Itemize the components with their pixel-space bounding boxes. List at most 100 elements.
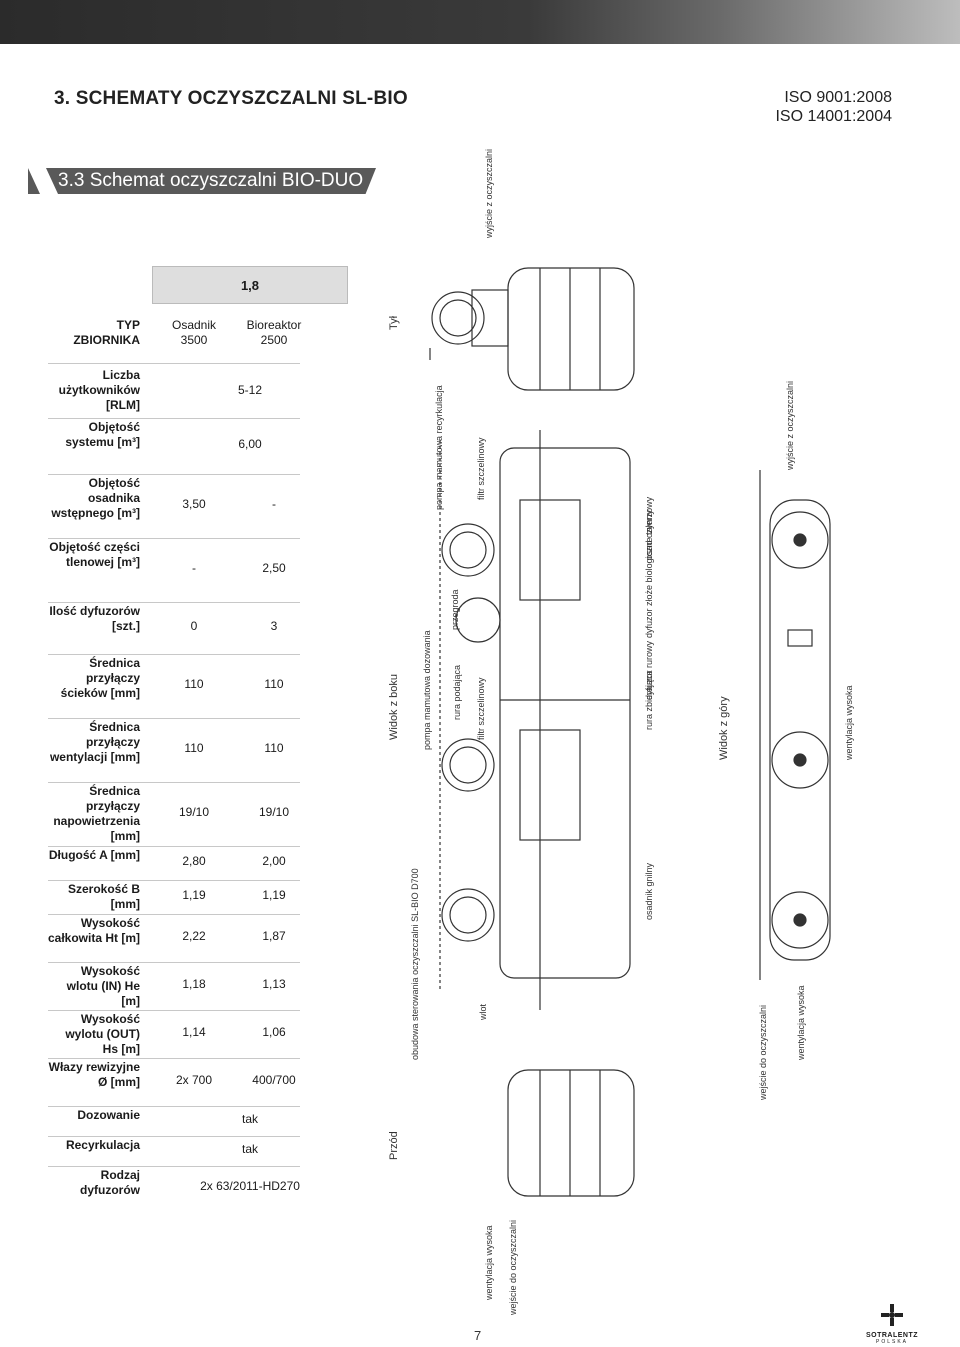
row-value-shared: tak: [241, 1141, 258, 1156]
divider: [48, 914, 300, 915]
label-widok-z-gory: Widok z góry: [718, 696, 730, 760]
row-label: Liczba użytkowników [RLM]: [58, 368, 140, 412]
brand-logo: SOTRALENTZ POLSKA: [862, 1303, 922, 1345]
iso-line-2: ISO 14001:2004: [775, 108, 892, 125]
label-pompa-dozowania: pompa mamutowa dozowania: [422, 630, 432, 750]
divider: [48, 1106, 300, 1107]
divider: [48, 718, 300, 719]
subsection-title: 3.3 Schemat oczyszczalni BIO-DUO 1,8: [58, 170, 364, 213]
divider: [48, 654, 300, 655]
label-zloze: dyfuzor złoże biologiczne talerzowy: [644, 496, 654, 638]
row-label: Włazy rewizyjne Ø [mm]: [48, 1060, 140, 1089]
row-value-shared: 2x 63/2011-HD270: [200, 1178, 300, 1193]
label-rura-podajaca: rura podająca: [452, 664, 462, 720]
iso-certification: ISO 9001:2008 ISO 14001:2004: [775, 88, 892, 126]
type-label-2: ZBIORNIKA: [73, 333, 140, 347]
row-label: Objętość systemu [m³]: [65, 420, 140, 449]
brand-logo-icon: [881, 1304, 903, 1326]
label-wejscie-right: wejście do oczyszczalni: [758, 1004, 768, 1100]
row-label: Średnica przyłączy wentylacji [mm]: [49, 720, 140, 764]
row-label: Rodzaj dyfuzorów: [80, 1168, 140, 1197]
label-wentylacja-right-2: wentylacja wysoka: [796, 985, 806, 1060]
row-value-osadnik: 1,18: [182, 976, 206, 991]
row-value-bioreaktor: 1,19: [262, 887, 286, 902]
divider: [48, 1166, 300, 1167]
label-tyl: Tył: [388, 315, 400, 330]
col2-line1: Bioreaktor: [246, 318, 302, 332]
row-value-shared: 5-12: [237, 382, 263, 397]
row-value-osadnik: 2x 700: [175, 1072, 213, 1087]
type-label-1: TYP: [116, 318, 140, 332]
row-label: Długość A [mm]: [48, 848, 140, 862]
label-przod: Przód: [388, 1131, 400, 1160]
label-wentylacja-bottom: wentylacja wysoka: [484, 1225, 494, 1300]
page-number: 7: [474, 1328, 482, 1343]
row-value-bioreaktor: 1,06: [262, 1024, 286, 1039]
label-widok-z-boku: Widok z boku: [388, 673, 400, 740]
divider: [48, 1058, 300, 1059]
row-value-osadnik: 3,50: [182, 496, 206, 511]
row-value-bioreaktor: 1,13: [262, 976, 286, 991]
divider: [48, 880, 300, 881]
label-wlot: wlot: [478, 1003, 488, 1020]
row-value-osadnik: 110: [184, 676, 204, 691]
divider: [48, 1010, 300, 1011]
divider: [48, 418, 300, 419]
top-view-outline: [769, 499, 831, 961]
label-wentylacja-right: wentylacja wysoka: [844, 685, 854, 760]
row-label: Ilość dyfuzorów [szt.]: [49, 604, 140, 633]
divider: [48, 1136, 300, 1137]
row-label: Recyrkulacja: [65, 1138, 140, 1152]
row-label: Objętość osadnika wstępnego [m³]: [51, 476, 140, 520]
divider: [48, 846, 300, 847]
row-label: Szerokość B [mm]: [67, 882, 140, 911]
divider: [48, 474, 300, 475]
brand-name: SOTRALENTZ: [865, 1332, 919, 1339]
divider: [48, 602, 300, 603]
top-banner: [0, 0, 960, 44]
row-label: Średnica przyłączy napowietrzenia [mm]: [53, 784, 140, 843]
row-value-osadnik: 110: [184, 740, 204, 755]
row-value-osadnik: 19/10: [178, 804, 210, 819]
row-value-shared: tak: [241, 1111, 258, 1126]
row-value-osadnik: 1,14: [182, 1024, 206, 1039]
tank-schematic: [429, 267, 831, 1197]
iso-line-1: ISO 9001:2008: [784, 89, 892, 106]
row-label: Dozowanie: [77, 1108, 140, 1122]
col1-line2: 3500: [180, 333, 208, 347]
side-tank-outline: [499, 447, 631, 979]
row-label: Wysokość wylotu (OUT) Hs [m]: [65, 1012, 140, 1056]
label-obudowa: obudowa sterowania oczyszczalni SL-BIO D…: [410, 868, 420, 1060]
label-osadnik-gnilny: osadnik gnilny: [644, 862, 654, 920]
label-rura-zbierajaca: rura zbierająca: [644, 670, 654, 730]
label-wejscie-bottom: wejście do oczyszczalni: [508, 1219, 518, 1315]
row-label: Wysokość całkowita Ht [m]: [48, 916, 141, 945]
row-value-bioreaktor: 3: [270, 618, 278, 633]
row-value-osadnik: 2,80: [182, 853, 206, 868]
row-label: Średnica przyłączy ścieków [mm]: [60, 656, 140, 700]
row-label: Wysokość wlotu (IN) He [m]: [66, 964, 140, 1008]
row-value-osadnik: 2,22: [182, 928, 206, 943]
label-filtr-mid: filtr szczelinowy: [476, 677, 486, 740]
row-value-bioreaktor: 19/10: [258, 804, 290, 819]
brand-sub: POLSKA: [875, 1339, 908, 1345]
label-wyjscie-top: wyjście z oczyszczalni: [484, 148, 494, 238]
row-value-bioreaktor: 110: [264, 740, 284, 755]
row-value-osadnik: 0: [190, 618, 198, 633]
subsection-banner: 3.3 Schemat oczyszczalni BIO-DUO 1,8: [28, 168, 376, 194]
rear-tank-outline: [507, 267, 635, 391]
row-value-osadnik: -: [192, 560, 196, 575]
row-value-bioreaktor: 2,50: [262, 560, 286, 575]
banner-slash: [28, 168, 58, 194]
label-filtr-top: filtr szczelinowy: [476, 437, 486, 500]
section-title: 3. SCHEMATY OCZYSZCZALNI SL-BIO: [54, 88, 408, 109]
front-tank-outline: [507, 1069, 635, 1197]
divider: [48, 962, 300, 963]
divider: [48, 782, 300, 783]
row-value-shared: 6,00: [238, 436, 262, 451]
table-model-header: 1,8: [152, 266, 348, 304]
divider: [48, 363, 300, 364]
row-value-bioreaktor: 1,87: [262, 928, 286, 943]
label-pompa-recyrkulacja: pompa mamutowa recyrkulacja: [434, 385, 444, 510]
label-przegroda: przegroda: [450, 589, 460, 630]
